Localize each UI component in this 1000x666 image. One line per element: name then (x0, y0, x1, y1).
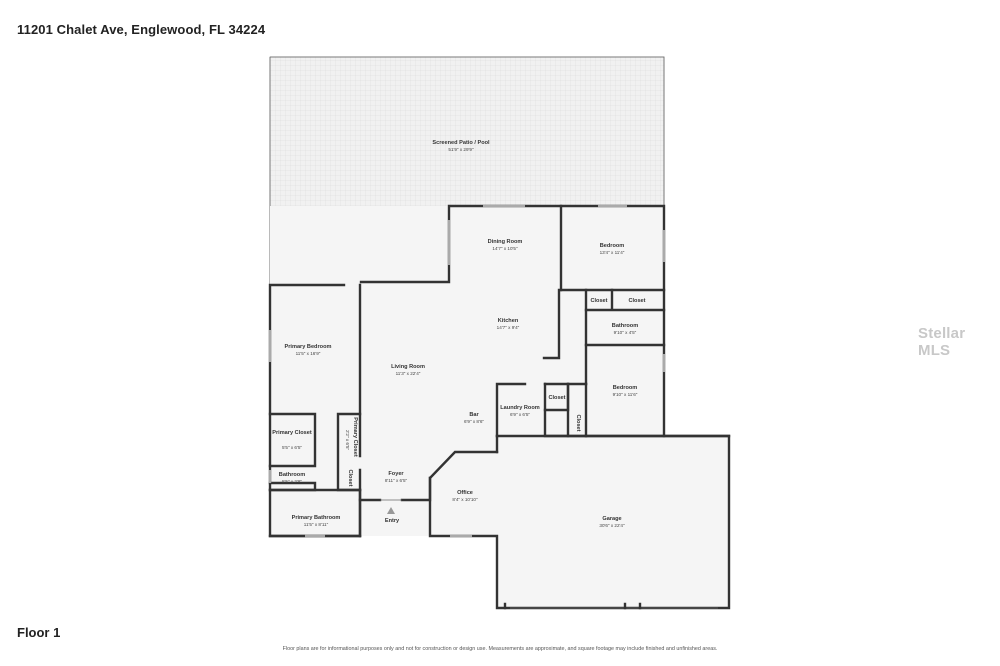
room-primary-bedroom-name: Primary Bedroom (285, 344, 332, 350)
disclaimer-text: Floor plans are for informational purpos… (282, 646, 718, 652)
property-address: 11201 Chalet Ave, Englewood, FL 34224 (17, 22, 266, 37)
room-office-dims: 8'4" x 10'10" (452, 497, 478, 502)
room-garage-dims: 30'6" x 22'4" (599, 523, 625, 528)
garage-floor (497, 436, 729, 608)
room-primary-closet1-name: Primary Closet (272, 430, 312, 436)
room-closet5-name: Closet (347, 469, 353, 486)
room-primary-bedroom-dims: 11'5" x 16'9" (296, 351, 321, 356)
room-primary-closet2-dims: 2'2" x 6'5" (345, 430, 350, 450)
room-laundry-name: Laundry Room (500, 405, 539, 411)
room-patio-name: Screened Patio / Pool (432, 140, 490, 146)
room-bathroom2-name: Bathroom (279, 472, 305, 478)
room-patio-dims: 51'9" x 29'9" (448, 147, 474, 152)
entry-arrow-icon (387, 507, 395, 514)
room-primary-closet2-name: Primary Closet (352, 417, 358, 457)
room-foyer-dims: 8'11" x 6'5" (385, 478, 408, 483)
room-bedroom2-dims: 9'10" x 11'6" (613, 392, 638, 397)
exterior-walls (268, 204, 731, 610)
room-closet3-name: Closet (548, 395, 565, 401)
room-dining-name: Dining Room (488, 239, 523, 245)
room-entry-name: Entry (385, 518, 400, 524)
floor-label: Floor 1 (17, 625, 61, 640)
room-dining-dims: 14'7" x 10'5" (492, 246, 518, 251)
room-bathroom2-dims: 5'5" x 2'8" (282, 479, 302, 484)
room-bedroom1-name: Bedroom (600, 243, 625, 249)
room-closet4-name: Closet (575, 414, 581, 431)
room-bathroom1-dims: 9'10" x 4'5" (614, 330, 637, 335)
room-primary-closet1-dims: 5'5" x 6'5" (282, 445, 302, 450)
room-laundry-dims: 6'9" x 6'5" (510, 412, 530, 417)
room-bar-dims: 6'9" x 8'6" (464, 419, 484, 424)
room-living-name: Living Room (391, 364, 425, 370)
room-labels: Screened Patio / Pool 51'9" x 29'9" Dini… (272, 140, 645, 528)
room-bedroom1-dims: 13'4" x 11'4" (600, 250, 625, 255)
room-closet2-name: Closet (628, 298, 645, 304)
watermark-logo: Stellar MLS (918, 325, 966, 359)
room-bathroom1-name: Bathroom (612, 323, 638, 329)
room-bedroom2-name: Bedroom (613, 385, 638, 391)
room-office-name: Office (457, 490, 473, 496)
room-primary-bath-name: Primary Bathroom (292, 515, 341, 521)
room-bar-name: Bar (469, 412, 479, 418)
room-garage-name: Garage (602, 516, 621, 522)
room-closet1-name: Closet (590, 298, 607, 304)
room-foyer-name: Foyer (388, 471, 404, 477)
room-primary-bath-dims: 11'5" x 8'11" (304, 522, 329, 527)
room-kitchen-dims: 14'7" x 9'4" (497, 325, 520, 330)
room-living-dims: 11'3" x 22'4" (396, 371, 421, 376)
room-kitchen-name: Kitchen (498, 318, 519, 324)
